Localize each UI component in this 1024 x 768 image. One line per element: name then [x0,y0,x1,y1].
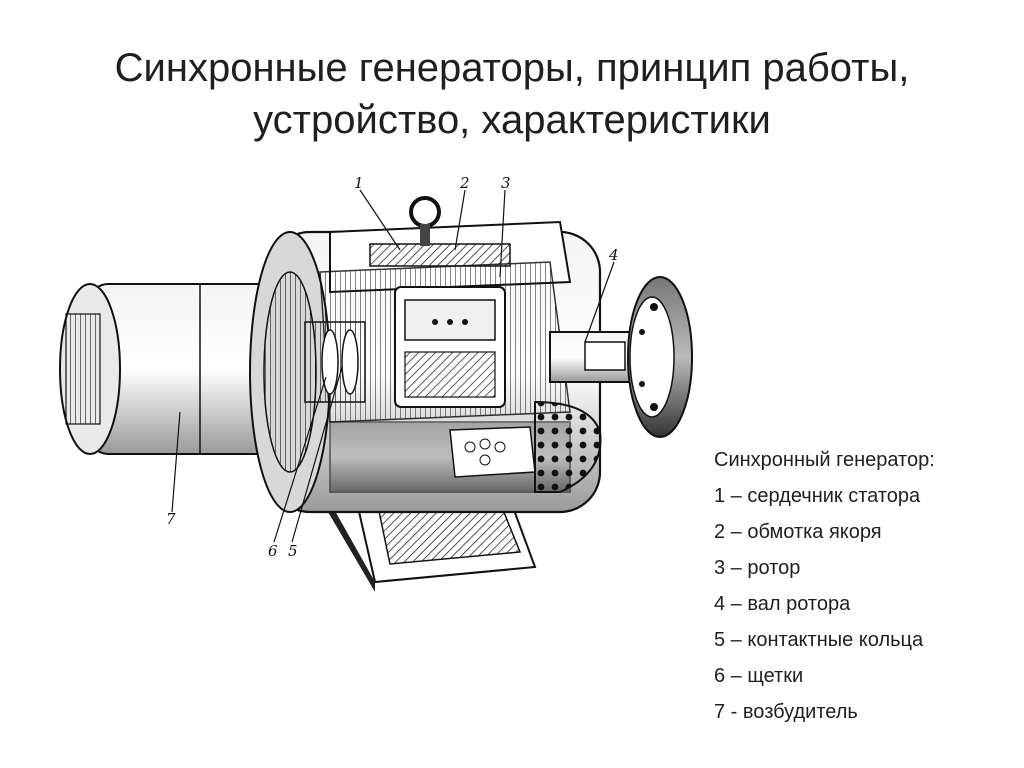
legend-item-armature-winding: 2 – обмотка якоря [714,521,882,543]
legend-item-rotor-shaft: 4 – вал ротора [714,593,851,615]
flange-coupling [627,276,693,438]
callout-2: 2 [459,174,470,192]
callout-6: 6 [268,542,278,560]
slide-title: Синхронные генераторы, принцип работы, у… [40,42,984,146]
callout-4: 4 [608,246,619,264]
callout-5: 5 [288,542,298,560]
callout-1: 1 [354,174,364,192]
exciter [59,283,306,455]
legend-heading: Синхронный генератор: [714,449,935,471]
end-shield [534,400,602,493]
legend-item-brushes: 6 – щетки [714,665,804,687]
eye-bolt [409,196,441,246]
leader-lines [171,189,615,543]
legend-item-slip-rings: 5 – контактные кольца [714,629,924,651]
component-legend: Синхронный генератор: 1 – сердечник стат… [714,442,1014,730]
slide-title-line-2: устройство, характеристики [253,98,771,142]
stator-housing [249,220,602,514]
slide-title-line-1: Синхронные генераторы, принцип работы, [114,46,910,90]
legend-item-rotor: 3 – ротор [714,557,801,579]
generator-cutaway-drawing: 1 2 3 4 5 6 7 [30,172,710,592]
legend-item-stator-core: 1 – сердечник статора [714,485,921,507]
callout-3: 3 [501,174,511,192]
generator-illustration: 1 2 3 4 5 6 7 [59,174,693,592]
callout-7: 7 [166,510,176,528]
legend-item-exciter: 7 - возбудитель [714,701,858,723]
